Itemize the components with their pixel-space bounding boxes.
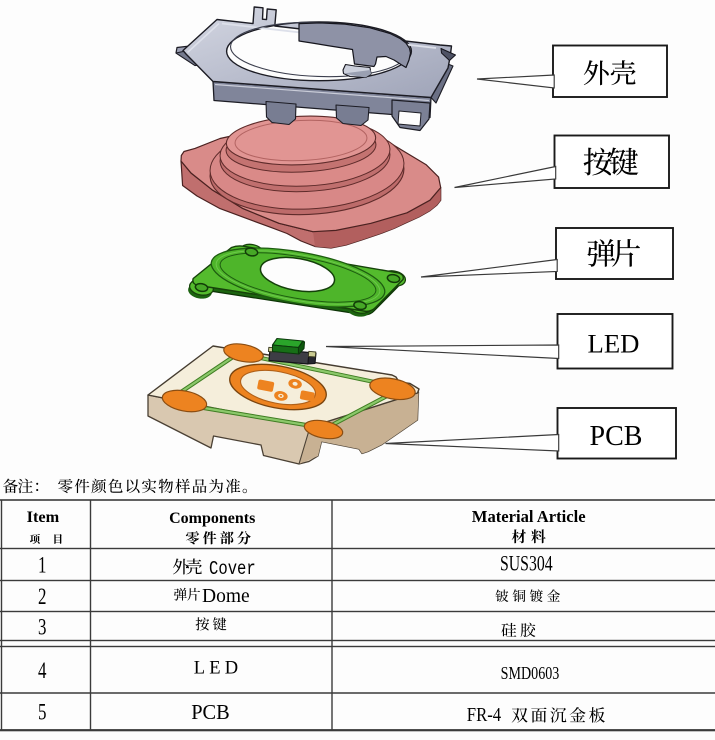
svg-text:3: 3	[38, 615, 46, 640]
svg-text:Material Article: Material Article	[472, 507, 586, 526]
svg-text:LED: LED	[588, 328, 640, 358]
svg-text:PCB: PCB	[590, 421, 643, 452]
svg-text:SMD0603: SMD0603	[501, 665, 560, 684]
svg-text:SUS304: SUS304	[500, 552, 553, 576]
svg-text:Components: Components	[169, 510, 255, 527]
svg-text:5: 5	[38, 700, 46, 725]
svg-text:Cover: Cover	[209, 560, 256, 581]
svg-text:LED: LED	[194, 658, 243, 678]
svg-text:Dome: Dome	[202, 586, 250, 607]
svg-text:1: 1	[38, 553, 46, 578]
svg-text:Item: Item	[27, 507, 60, 526]
svg-text:2: 2	[38, 584, 46, 609]
svg-text:PCB: PCB	[191, 702, 229, 724]
svg-text:FR-4: FR-4	[467, 703, 502, 726]
svg-text:4: 4	[38, 658, 46, 683]
